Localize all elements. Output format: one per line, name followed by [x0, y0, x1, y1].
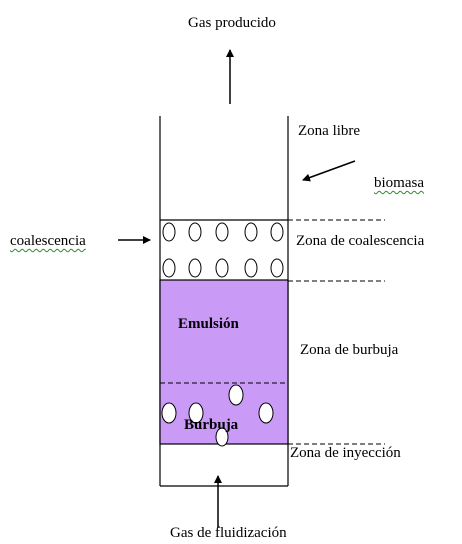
bubble [215, 258, 229, 278]
bubble [215, 222, 229, 242]
bubble [258, 402, 274, 424]
gas-fluidizacion-label: Gas de fluidización [170, 525, 287, 541]
bubble [270, 222, 284, 242]
gas-producido-label: Gas producido [188, 15, 276, 31]
bubble [228, 384, 244, 406]
biomass-arrow [302, 160, 356, 182]
bubble [215, 427, 229, 447]
bubble [162, 258, 176, 278]
bubble [161, 402, 177, 424]
bubble [188, 258, 202, 278]
coalescence-bubbles [162, 222, 284, 278]
burbuja-label: Burbuja [184, 417, 239, 433]
bubble [188, 222, 202, 242]
bed-bubbles [161, 384, 274, 447]
emulsion-label: Emulsión [178, 316, 239, 332]
bubble [162, 222, 176, 242]
zona-libre-label: Zona libre [298, 123, 361, 139]
biomasa-label: biomasa [374, 175, 424, 191]
zona-inyeccion-label: Zona de inyección [290, 445, 401, 461]
bubble [188, 402, 204, 424]
bubble [244, 258, 258, 278]
bubble [270, 258, 284, 278]
zona-coalescencia-label: Zona de coalescencia [296, 233, 425, 249]
zona-burbuja-label: Zona de burbuja [300, 342, 399, 358]
bubble [244, 222, 258, 242]
coalescencia-label: coalescencia [10, 233, 86, 249]
